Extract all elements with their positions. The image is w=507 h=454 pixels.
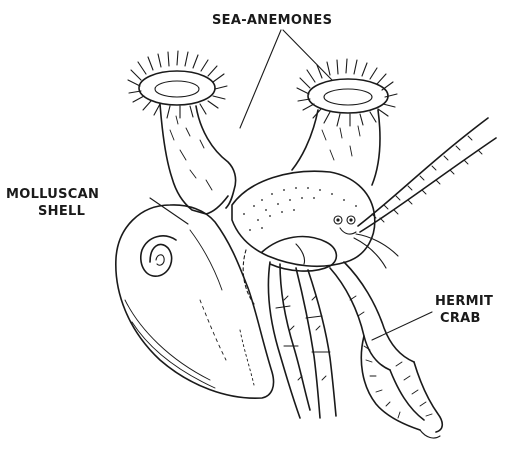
label-hermit-crab-line2: CRAB <box>440 311 481 326</box>
leader-anemone-right <box>283 30 332 80</box>
antennae-segments <box>372 136 482 222</box>
molluscan-shell <box>116 205 274 398</box>
leader-lines <box>150 30 432 340</box>
label-hermit-crab-line1: HERMIT <box>435 294 493 309</box>
sea-anemone-right <box>292 59 397 185</box>
leader-anemone-left <box>240 30 281 128</box>
label-molluscan-shell-line1: MOLLUSCAN <box>6 187 99 202</box>
shell-aperture-stipple <box>243 187 357 231</box>
label-molluscan-shell-line2: SHELL <box>38 204 85 219</box>
leg-hatching <box>284 296 364 380</box>
leader-shell <box>150 198 188 224</box>
leader-crab <box>372 312 432 340</box>
label-sea-anemones: SEA-ANEMONES <box>212 13 332 28</box>
sea-anemone-left <box>128 51 236 214</box>
